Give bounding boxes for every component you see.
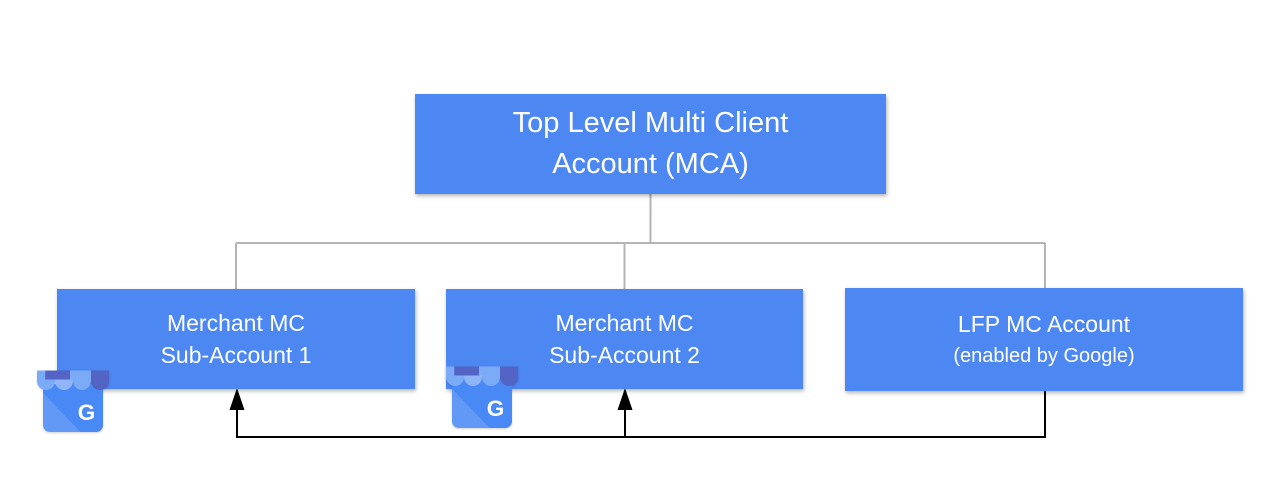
- node-top-level-mca: Top Level Multi Client Account (MCA): [415, 94, 886, 194]
- feed-arrow-path: [236, 391, 1046, 438]
- node-label-line: Sub-Account 1: [160, 342, 312, 368]
- node-merchant-sub-account-2: Merchant MC Sub-Account 2: [446, 289, 803, 389]
- business-profile-icon: G: [37, 370, 109, 432]
- node-label-line: Top Level Multi Client: [512, 107, 789, 139]
- tree-connectors: [235, 194, 1046, 289]
- node-label-line: Merchant MC: [166, 310, 306, 336]
- arrowhead-up-icon: [229, 388, 245, 410]
- feed-arrows: [236, 391, 1046, 438]
- business-profile-icon: G: [446, 366, 518, 428]
- node-label-line: Merchant MC: [555, 310, 694, 336]
- node-merchant-sub-account-1: Merchant MC Sub-Account 1: [57, 289, 415, 389]
- arrowheads: [229, 388, 633, 410]
- arrowhead-up-icon: [617, 388, 633, 410]
- node-label-line: (enabled by Google): [953, 344, 1135, 367]
- google-g-letter: G: [78, 400, 96, 425]
- google-g-letter: G: [487, 396, 505, 421]
- node-label-line: Account (MCA): [552, 148, 749, 180]
- node-lfp-mc-account: LFP MC Account (enabled by Google): [845, 288, 1243, 391]
- node-label-line: Sub-Account 2: [549, 342, 700, 368]
- node-label-line: LFP MC Account: [957, 310, 1131, 337]
